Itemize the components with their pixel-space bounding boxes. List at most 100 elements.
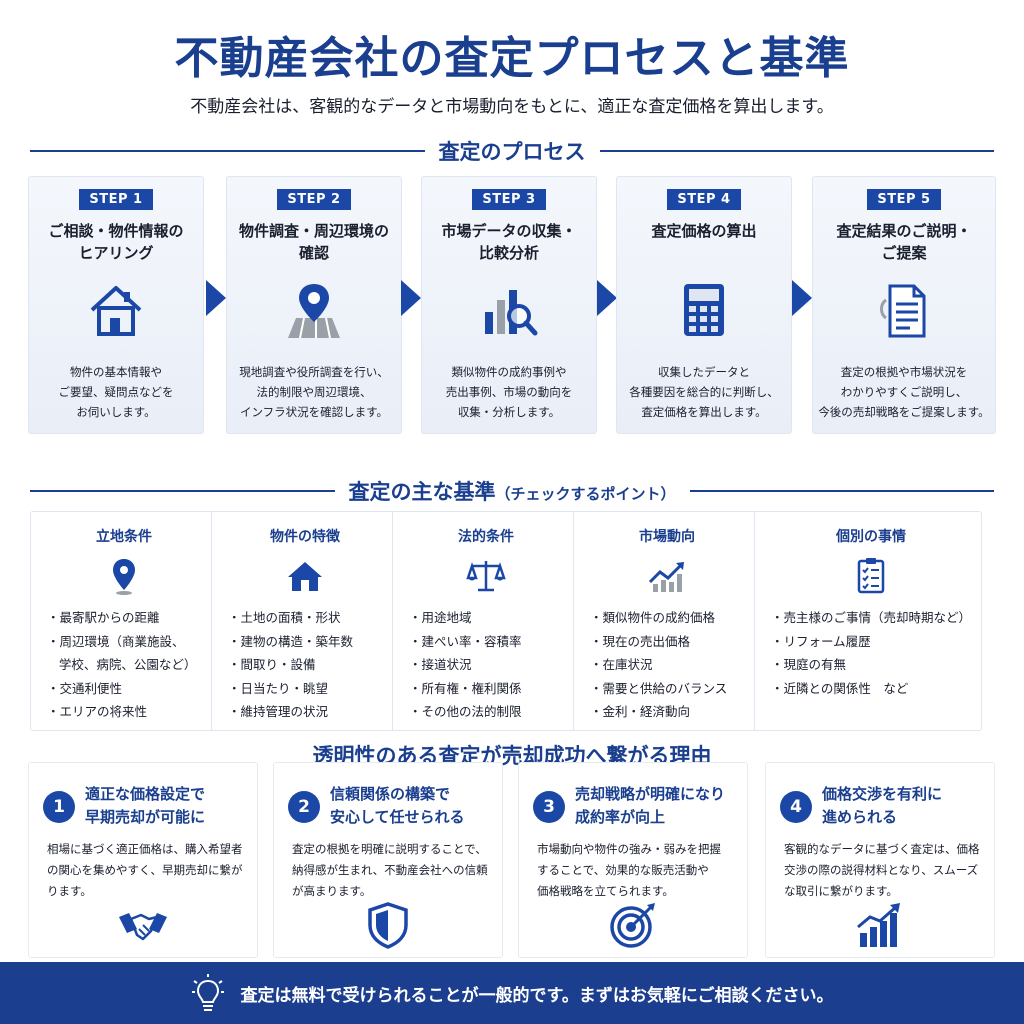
footer-text: 査定は無料で受けられることが一般的です。まずはお気軽にご相談ください。 [240,985,834,1006]
criteria-title: 物件の特徴 [270,529,340,545]
criteria-column-individual: 個別の事情 ・売主様のご事情（売却時期など） ・リフォーム履歴 ・現庭の有無 ・… [755,512,981,730]
step-description: 現地調査や役所調査を行い、 法的制限や周辺環境、 インフラ状況を確認します。 [239,365,389,419]
reason-description: 市場動向や物件の強み・弱みを把握 することで、効果的な販売活動や 価格戦略を立て… [537,842,721,898]
checklist-icon [857,558,885,594]
lightbulb-icon [191,974,224,1011]
list-item: ・土地の面積・形状 [228,610,341,625]
arrow-right-icon [206,280,226,316]
criteria-title: 法的条件 [458,529,514,545]
map-pin-icon [288,284,340,339]
list-item: ・需要と供給のバランス [590,680,728,696]
process-steps: STEP 1 ご相談・物件情報の ヒアリング 物件の基本情報や ご要望、疑問点な… [28,176,996,434]
list-item: ・リフォーム履歴 [771,633,871,649]
divider [689,490,995,492]
house-icon [90,286,142,336]
list-item: ・最寄駅からの距離 [47,610,160,625]
arrow-right-icon [401,280,421,316]
reason-title: 価格交渉を有利に 進められる [822,785,943,826]
handshake-icon [119,913,167,941]
criteria-heading-label: 査定の主な基準（チェックするポイント） [348,480,676,504]
arrow-right-icon [792,280,812,316]
reason-title: 売却戦略が明確になり 成約率が向上 [575,785,726,826]
criteria-list: ・類似物件の成約価格 ・現在の売出価格 ・在庫状況 ・需要と供給のバランス ・金… [590,606,744,724]
reason-description: 相場に基づく適正価格は、購入希望者 の関心を集めやすく、早期売却に繋が ります。 [47,842,243,898]
process-heading: 査定のプロセス [30,136,994,166]
list-item: ・売主様のご事情（売却時期など） [771,610,972,625]
step-badge: STEP 5 [867,189,941,210]
reason-description: 客観的なデータに基づく査定は、価格 交渉の際の説得材料となり、スムーズ な取引に… [784,842,980,898]
list-item: ・用途地域 [409,610,472,625]
step-title: 市場データの収集・ 比較分析 [441,222,577,262]
criteria-column-property: 物件の特徴 ・土地の面積・形状 ・建物の構造・築年数 ・間取り・設備 ・日当たり… [212,512,393,730]
list-item: ・現在の売出価格 [590,633,691,649]
step-title: 査定価格の算出 [651,222,757,240]
reason-card-1: 1 適正な価格設定で 早期売却が可能に 相場に基づく適正価格は、購入希望者 の関… [28,762,258,958]
target-icon [610,903,655,948]
reason-card-2: 2 信頼関係の構築で 安心して任せられる 査定の根拠を明確に説明することで、 納… [273,762,503,958]
criteria-column-legal: 法的条件 ・用途地域 ・建ぺい率・容積率 ・接道状況 ・所有権・権利関係 ・その… [393,512,574,730]
criteria-title: 立地条件 [96,529,152,545]
step-title: ご相談・物件情報の ヒアリング [48,222,184,262]
list-item: ・日当たり・眺望 [228,680,329,696]
step-card-3: STEP 3 市場データの収集・ 比較分析 類似物件の成約事例や 売出事例、市場… [421,176,597,434]
list-item: ・類似物件の成約価格 [590,610,716,625]
reason-description: 査定の根拠を明確に説明することで、 納得感が生まれ、不動産会社への信頼 が高まり… [292,842,488,898]
growth-chart-icon [857,903,900,947]
list-item: ・建物の構造・築年数 [228,633,354,649]
step-description: 査定の根拠や市場状況を わかりやすくご説明し、 今後の売却戦略をご提案します。 [818,365,990,419]
trend-chart-icon [648,562,684,592]
list-item: ・金利・経済動向 [590,704,691,719]
reason-number: 3 [533,791,565,823]
reason-card-3: 3 売却戦略が明確になり 成約率が向上 市場動向や物件の強み・弱みを把握 するこ… [518,762,748,958]
criteria-table: 立地条件 ・最寄駅からの距離 ・周辺環境（商業施設、 学校、病院、公園など） ・… [30,511,982,731]
document-icon [880,284,926,338]
reason-number: 2 [288,791,320,823]
list-item: ・所有権・権利関係 [409,680,522,696]
criteria-list: ・最寄駅からの距離 ・周辺環境（商業施設、 学校、病院、公園など） ・交通利便性… [47,606,201,724]
step-title: 査定結果のご説明・ ご提案 [836,222,972,262]
step-card-1: STEP 1 ご相談・物件情報の ヒアリング 物件の基本情報や ご要望、疑問点な… [28,176,204,434]
step-card-4: STEP 4 査定価格の算出 収集したデータと 各種要因を総合的に判断し、 査定… [616,176,792,434]
location-pin-icon [113,559,135,595]
criteria-heading: 査定の主な基準（チェックするポイント） [30,476,995,506]
criteria-heading-note: （チェックするポイント） [495,485,676,503]
house-icon [288,562,322,591]
reason-card-4: 4 価格交渉を有利に 進められる 客観的なデータに基づく査定は、価格 交渉の際の… [765,762,995,958]
step-badge: STEP 1 [79,189,153,210]
list-item: ・在庫状況 [590,657,653,672]
step-card-2: STEP 2 物件調査・周辺環境の 確認 現地調査や役所調査を行い、 法的制限や… [226,176,402,434]
arrow-right-icon [597,280,617,316]
list-item: ・周辺環境（商業施設、 [47,633,185,649]
list-item: ・接道状況 [409,657,472,672]
step-title: 物件調査・周辺環境の 確認 [238,222,389,262]
page-subtitle: 不動産会社は、客観的なデータと市場動向をもとに、適正な査定価格を算出します。 [190,97,834,117]
divider [599,150,994,152]
step-badge: STEP 2 [277,189,351,210]
shield-icon [368,902,408,949]
reason-title: 適正な価格設定で 早期売却が可能に [85,785,206,826]
scales-icon [466,561,506,592]
process-heading-label: 査定のプロセス [438,140,586,164]
criteria-column-location: 立地条件 ・最寄駅からの距離 ・周辺環境（商業施設、 学校、病院、公園など） ・… [31,512,212,730]
criteria-title: 個別の事情 [836,529,906,545]
divider [30,490,335,492]
reasons-section: 1 適正な価格設定で 早期売却が可能に 相場に基づく適正価格は、購入希望者 の関… [28,762,996,958]
list-item: ・その他の法的制限 [409,704,522,719]
reason-number: 4 [780,791,812,823]
list-item: ・エリアの将来性 [47,704,148,719]
step-description: 収集したデータと 各種要因を総合的に判断し、 査定価格を算出します。 [629,365,779,419]
step-description: 物件の基本情報や ご要望、疑問点などを お伺いします。 [58,365,174,419]
criteria-list: ・用途地域 ・建ぺい率・容積率 ・接道状況 ・所有権・権利関係 ・その他の法的制… [409,606,563,724]
criteria-title: 市場動向 [639,529,695,545]
criteria-list: ・売主様のご事情（売却時期など） ・リフォーム履歴 ・現庭の有無 ・近隣との関係… [771,606,971,700]
step-card-5: STEP 5 査定結果のご説明・ ご提案 査定の根拠や市場状況を わかりやすくご… [812,176,996,434]
criteria-list: ・土地の面積・形状 ・建物の構造・築年数 ・間取り・設備 ・日当たり・眺望 ・維… [228,606,382,724]
step-badge: STEP 3 [472,189,546,210]
list-item: ・交通利便性 [47,680,123,696]
footer-banner: 査定は無料で受けられることが一般的です。まずはお気軽にご相談ください。 [0,962,1024,1024]
list-item: 学校、病院、公園など） [47,657,197,672]
calculator-icon [684,284,724,336]
list-item: ・近隣との関係性 など [771,680,909,696]
step-badge: STEP 4 [667,189,741,210]
reason-number: 1 [43,791,75,823]
